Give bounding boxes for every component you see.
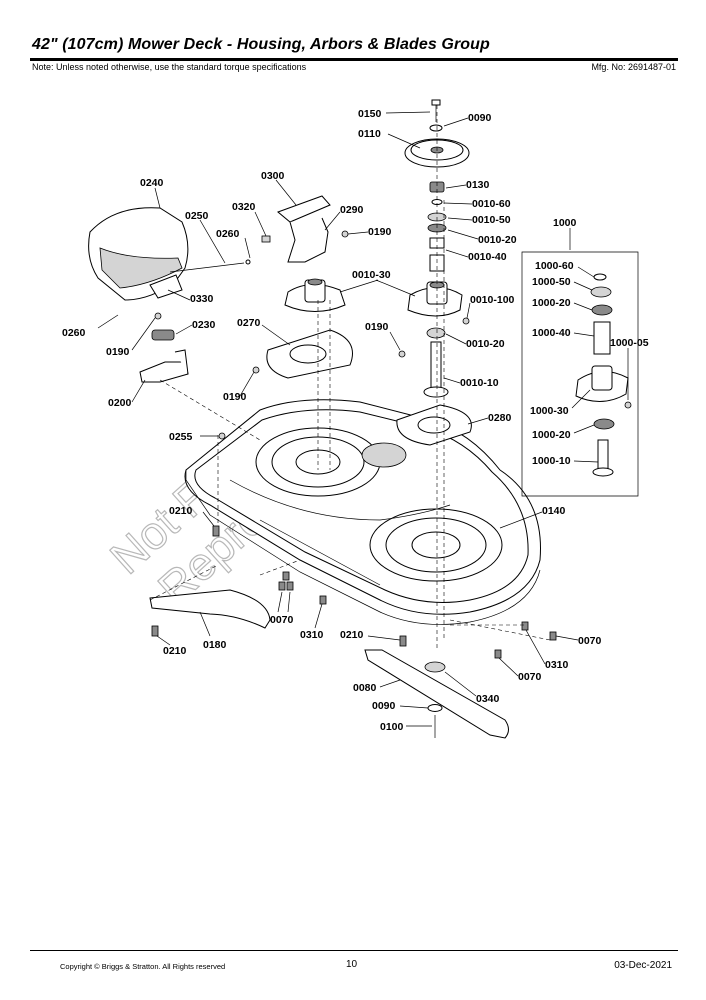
publish-date: 03-Dec-2021	[614, 960, 672, 971]
callout: 0260	[62, 327, 86, 339]
callout: 0255	[169, 431, 193, 443]
leader-lines	[97, 111, 629, 727]
callout: 0070	[518, 671, 542, 683]
callout: 0250	[185, 210, 209, 222]
baffle-plate	[149, 589, 271, 629]
callout: 1000-20	[532, 429, 571, 441]
callout: 0010-20	[466, 338, 505, 350]
callout: 0010-40	[468, 251, 507, 263]
callout: 0190	[365, 321, 389, 333]
alignment-lines	[149, 105, 551, 650]
callout: 1000-40	[532, 327, 571, 339]
callout: 0010-50	[472, 214, 511, 226]
callout: 0180	[203, 639, 227, 651]
callout: 0230	[192, 319, 216, 331]
callout: 0270	[237, 317, 261, 329]
callout: 0010-60	[472, 198, 511, 210]
callout: 0010-100	[470, 294, 515, 306]
discharge-chute	[88, 207, 251, 301]
page-number: 10	[346, 959, 358, 970]
deck-housing	[184, 399, 541, 625]
callout: 0110	[358, 128, 381, 140]
callout: 0190	[223, 391, 247, 403]
mower-blade	[364, 649, 509, 739]
callout: 0240	[140, 177, 164, 189]
spring-and-bracket	[139, 312, 260, 383]
callout: 1000-20	[532, 297, 571, 309]
callout: 1000-50	[532, 276, 571, 288]
detail-box-1000	[521, 228, 639, 497]
page-title: 42" (107cm) Mower Deck - Housing, Arbors…	[32, 36, 490, 53]
spindle-shaft	[423, 341, 449, 398]
callout-labels: 0150 0090 0110 0130 0010-60 0010-50 0010…	[62, 108, 649, 733]
callout: 1000	[553, 217, 577, 229]
callout: 0010-30	[352, 269, 391, 281]
callout: 0210	[340, 629, 364, 641]
copyright: Copyright © Briggs & Stratton. All Right…	[60, 962, 226, 971]
callout: 1000-05	[610, 337, 649, 349]
callout: 1000-60	[535, 260, 574, 272]
mfg-number: Mfg. No: 2691487-01	[591, 62, 676, 72]
gasket-left	[266, 329, 353, 379]
callout: 0100	[380, 721, 404, 733]
callout: 0210	[169, 505, 193, 517]
callout: 0140	[542, 505, 566, 517]
callout: 0070	[578, 635, 602, 647]
callout: 0070	[270, 614, 294, 626]
gasket-right	[396, 404, 472, 446]
callout: 1000-10	[532, 455, 571, 467]
callout: 0310	[300, 629, 324, 641]
callout: 0310	[545, 659, 569, 671]
callout: 0090	[372, 700, 396, 712]
header-rule	[30, 58, 678, 61]
callout: 0280	[488, 412, 512, 424]
torque-note: Note: Unless noted otherwise, use the st…	[32, 62, 307, 72]
callout: 0200	[108, 397, 132, 409]
callout: 0260	[216, 228, 240, 240]
callout: 0130	[466, 179, 490, 191]
spindle-housing-left	[284, 278, 346, 312]
footer-rule	[30, 950, 678, 951]
callout: 0320	[232, 201, 256, 213]
callout: 0010-20	[478, 234, 517, 246]
callout: 0090	[468, 112, 492, 124]
pulley-stack	[404, 99, 470, 272]
callout: 0330	[190, 293, 214, 305]
callout: 1000-30	[530, 405, 569, 417]
callout: 0210	[163, 645, 187, 657]
callout: 0300	[261, 170, 285, 182]
bolts	[151, 350, 557, 659]
callout: 0190	[368, 226, 392, 238]
callout: 0150	[358, 108, 382, 120]
callout: 0290	[340, 204, 364, 216]
callout: 0010-10	[460, 377, 499, 389]
callout: 0190	[106, 346, 130, 358]
callout: 0340	[476, 693, 500, 705]
chute-bracket	[261, 195, 349, 263]
callout: 0080	[353, 682, 377, 694]
spindle-housing-right	[407, 281, 470, 339]
